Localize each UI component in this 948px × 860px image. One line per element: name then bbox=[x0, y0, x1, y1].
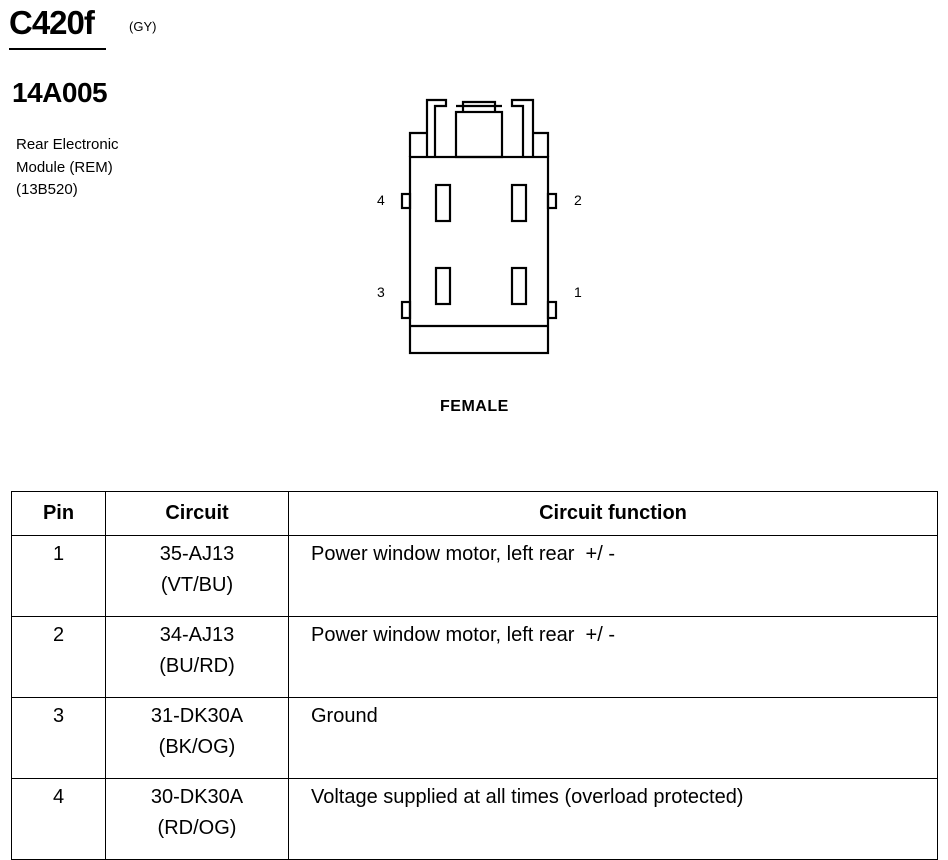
wire-color: (BU/RD) bbox=[159, 655, 235, 677]
side-nub bbox=[400, 300, 412, 320]
pin-number: 2 bbox=[11, 616, 106, 698]
table-row: 4 30-DK30A (RD/OG) Voltage supplied at a… bbox=[11, 778, 938, 860]
circuit-number: 34-AJ13 bbox=[159, 624, 235, 646]
view-label: FEMALE bbox=[440, 398, 509, 415]
connector-face-diagram: 4 2 3 1 bbox=[377, 98, 582, 355]
cavity-3 bbox=[434, 266, 452, 306]
cavity-1 bbox=[510, 266, 528, 306]
pin-label-2: 2 bbox=[574, 192, 582, 208]
table-row: 3 31-DK30A (BK/OG) Ground bbox=[11, 697, 938, 779]
left-latch bbox=[425, 98, 448, 157]
circuit-function: Ground bbox=[288, 697, 938, 779]
connector-color: (GY) bbox=[129, 19, 157, 34]
pin-number: 3 bbox=[11, 697, 106, 779]
component-line: Rear Electronic bbox=[16, 136, 119, 153]
circuit-cell: 35-AJ13 (VT/BU) bbox=[105, 535, 289, 617]
component-description: Rear Electronic Module (REM) (13B520) bbox=[16, 134, 216, 202]
circuit-function: Power window motor, left rear +/ - bbox=[288, 616, 938, 698]
wire-color: (VT/BU) bbox=[160, 574, 234, 596]
wire-color: (BK/OG) bbox=[158, 736, 236, 758]
right-latch bbox=[510, 98, 535, 157]
center-key bbox=[454, 110, 504, 159]
header-pin: Pin bbox=[11, 491, 106, 536]
side-nub bbox=[546, 192, 558, 210]
pin-number: 1 bbox=[11, 535, 106, 617]
pin-label-3: 3 bbox=[377, 284, 385, 300]
component-line: Module (REM) bbox=[16, 158, 113, 176]
connector-body bbox=[408, 155, 550, 355]
part-number: 14A005 bbox=[12, 77, 108, 108]
left-shoulder bbox=[408, 131, 427, 157]
header-function: Circuit function bbox=[288, 491, 938, 536]
circuit-function: Voltage supplied at all times (overload … bbox=[288, 778, 938, 860]
table-row: 1 35-AJ13 (VT/BU) Power window motor, le… bbox=[11, 535, 938, 617]
pin-label-1: 1 bbox=[574, 284, 582, 300]
circuit-number: 35-AJ13 bbox=[159, 543, 235, 565]
circuit-cell: 30-DK30A (RD/OG) bbox=[105, 778, 289, 860]
cavity-4 bbox=[434, 183, 452, 223]
table-header-row: Pin Circuit Circuit function bbox=[11, 491, 938, 536]
circuit-number: 31-DK30A bbox=[150, 705, 244, 727]
wire-color: (RD/OG) bbox=[157, 817, 237, 839]
table-row: 2 34-AJ13 (BU/RD) Power window motor, le… bbox=[11, 616, 938, 698]
circuit-function: Power window motor, left rear +/ - bbox=[288, 535, 938, 617]
pin-label-4: 4 bbox=[377, 192, 385, 208]
pin-number: 4 bbox=[11, 778, 106, 860]
component-line: (13B520) bbox=[16, 181, 78, 198]
circuit-cell: 34-AJ13 (BU/RD) bbox=[105, 616, 289, 698]
cavity-2 bbox=[510, 183, 528, 223]
circuit-cell: 31-DK30A (BK/OG) bbox=[105, 697, 289, 779]
right-shoulder bbox=[533, 131, 550, 157]
circuit-number: 30-DK30A bbox=[150, 786, 244, 808]
connector-id-underline bbox=[9, 48, 106, 50]
side-nub bbox=[400, 192, 412, 210]
header-circuit: Circuit bbox=[105, 491, 289, 536]
pinout-table: Pin Circuit Circuit function 1 35-AJ13 (… bbox=[11, 491, 938, 860]
connector-id: C420f bbox=[9, 4, 95, 41]
side-nub bbox=[546, 300, 558, 320]
